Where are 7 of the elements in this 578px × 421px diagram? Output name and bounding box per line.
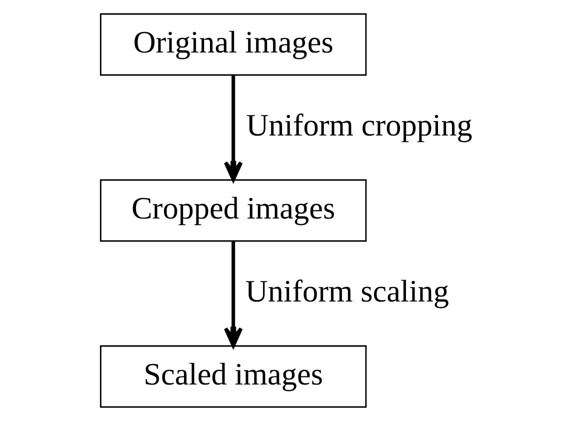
node-box: Scaled images (100, 345, 367, 408)
node-box: Original images (100, 13, 367, 76)
arrow (224, 75, 243, 182)
arrow (224, 241, 243, 348)
node-box: Cropped images (100, 179, 367, 242)
edge-label: Uniform scaling (245, 273, 449, 308)
edge-label: Uniform cropping (246, 107, 472, 142)
